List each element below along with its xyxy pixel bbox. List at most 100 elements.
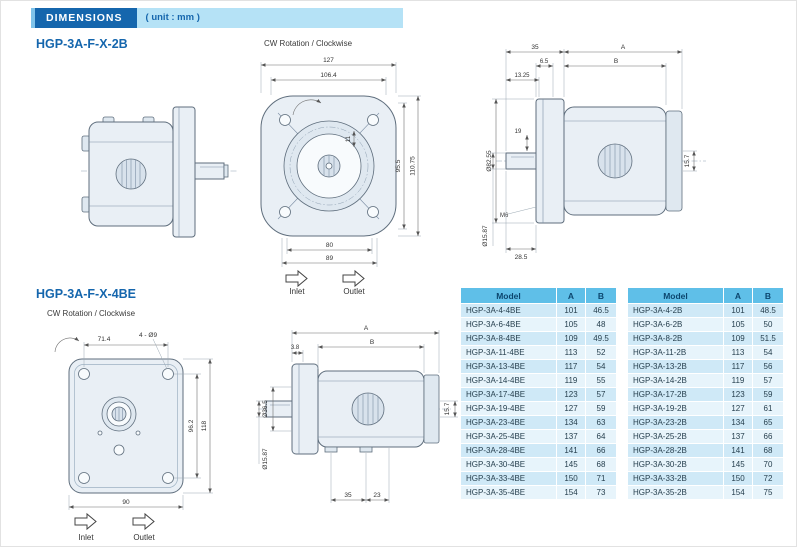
value-cell: 57: [752, 373, 784, 388]
value-cell: 101: [723, 303, 753, 318]
inlet-label: Inlet: [78, 533, 94, 542]
value-cell: 141: [723, 443, 753, 458]
dimension-lines: 35 A 6.5 B 13.25 19 Ø82.55 15.7 M6 28.5: [482, 44, 697, 261]
side-view-2b-drawing: 35 A 6.5 B 13.25 19 Ø82.55 15.7 M6 28.5: [482, 44, 706, 261]
value-cell: 123: [556, 387, 586, 402]
model-cell: HGP-3A-35-2B: [627, 485, 724, 500]
value-cell: 68: [752, 443, 784, 458]
banner-unit: ( unit : mm ): [136, 8, 403, 28]
model-cell: HGP-3A-19-4BE: [460, 401, 557, 416]
column-header: A: [556, 287, 586, 304]
dim-28-5: 28.5: [515, 254, 528, 261]
pump-outline: [54, 336, 184, 494]
model-cell: HGP-3A-19-2B: [627, 401, 724, 416]
value-cell: 68: [585, 457, 617, 472]
value-cell: 54: [752, 345, 784, 360]
value-cell: 46.5: [585, 303, 617, 318]
value-cell: 154: [556, 485, 586, 500]
value-cell: 134: [723, 415, 753, 430]
rotation-arrow: [292, 98, 322, 116]
model-cell: HGP-3A-33-4BE: [460, 471, 557, 486]
model-cell: HGP-3A-4-2B: [627, 303, 724, 318]
outlet-arrow-icon: [342, 269, 365, 288]
value-cell: 71: [585, 471, 617, 486]
rotation-arrow: [54, 336, 80, 353]
value-cell: 137: [556, 429, 586, 444]
model-cell: HGP-3A-14-2B: [627, 373, 724, 388]
dim-35: 35: [531, 44, 539, 51]
model-cell: HGP-3A-11-2B: [627, 345, 724, 360]
dim-71-4: 71.4: [98, 336, 111, 343]
value-cell: 56: [752, 359, 784, 374]
dim-118: 118: [201, 420, 208, 431]
dim-110-75: 110.75: [410, 156, 417, 176]
value-cell: 52: [585, 345, 617, 360]
dim-B: B: [614, 58, 618, 65]
value-cell: 51.5: [752, 331, 784, 346]
port-labels: Inlet Outlet: [285, 269, 365, 296]
dim-15-7: 15.7: [684, 154, 691, 167]
model-cell: HGP-3A-13-2B: [627, 359, 724, 374]
dim-13-25: 13.25: [514, 73, 530, 79]
model-cell: HGP-3A-6-4BE: [460, 317, 557, 332]
model-cell: HGP-3A-13-4BE: [460, 359, 557, 374]
inlet-arrow-icon: [285, 269, 308, 288]
value-cell: 48: [585, 317, 617, 332]
model-cell: HGP-3A-28-2B: [627, 443, 724, 458]
value-cell: 55: [585, 373, 617, 388]
value-cell: 150: [723, 471, 753, 486]
dimension-lines: A B 3.8 Ø36.5 15.7 Ø15.87 35 23: [256, 325, 458, 503]
value-cell: 113: [556, 345, 586, 360]
value-cell: 105: [723, 317, 753, 332]
model-cell: HGP-3A-6-2B: [627, 317, 724, 332]
value-cell: 73: [585, 485, 617, 500]
value-cell: 109: [556, 331, 586, 346]
value-cell: 66: [585, 443, 617, 458]
dim-89: 89: [326, 255, 334, 262]
model-cell: HGP-3A-14-4BE: [460, 373, 557, 388]
dim-23: 23: [373, 492, 381, 499]
value-cell: 49.5: [585, 331, 617, 346]
model-cell: HGP-3A-11-4BE: [460, 345, 557, 360]
section1-rotation-label: CW Rotation / Clockwise: [264, 39, 353, 48]
value-cell: 101: [556, 303, 586, 318]
column-header: B: [752, 287, 784, 304]
value-cell: 134: [556, 415, 586, 430]
value-cell: 63: [585, 415, 617, 430]
value-cell: 150: [556, 471, 586, 486]
front-view-4be-drawing: 71.4 4 - Ø9 96.2 118 90 Inlet Outlet: [54, 332, 213, 542]
dim-106-4: 106.4: [320, 72, 337, 79]
value-cell: 54: [585, 359, 617, 374]
model-cell: HGP-3A-25-2B: [627, 429, 724, 444]
banner: DIMENSIONS ( unit : mm ): [31, 8, 403, 28]
value-cell: 61: [752, 401, 784, 416]
dim-A: A: [621, 44, 626, 51]
banner-title: DIMENSIONS: [31, 8, 137, 28]
model-cell: HGP-3A-25-4BE: [460, 429, 557, 444]
dim-A: A: [364, 325, 369, 332]
value-cell: 59: [585, 401, 617, 416]
inlet-arrow-icon: [74, 512, 97, 531]
model-cell: HGP-3A-4-4BE: [460, 303, 557, 318]
